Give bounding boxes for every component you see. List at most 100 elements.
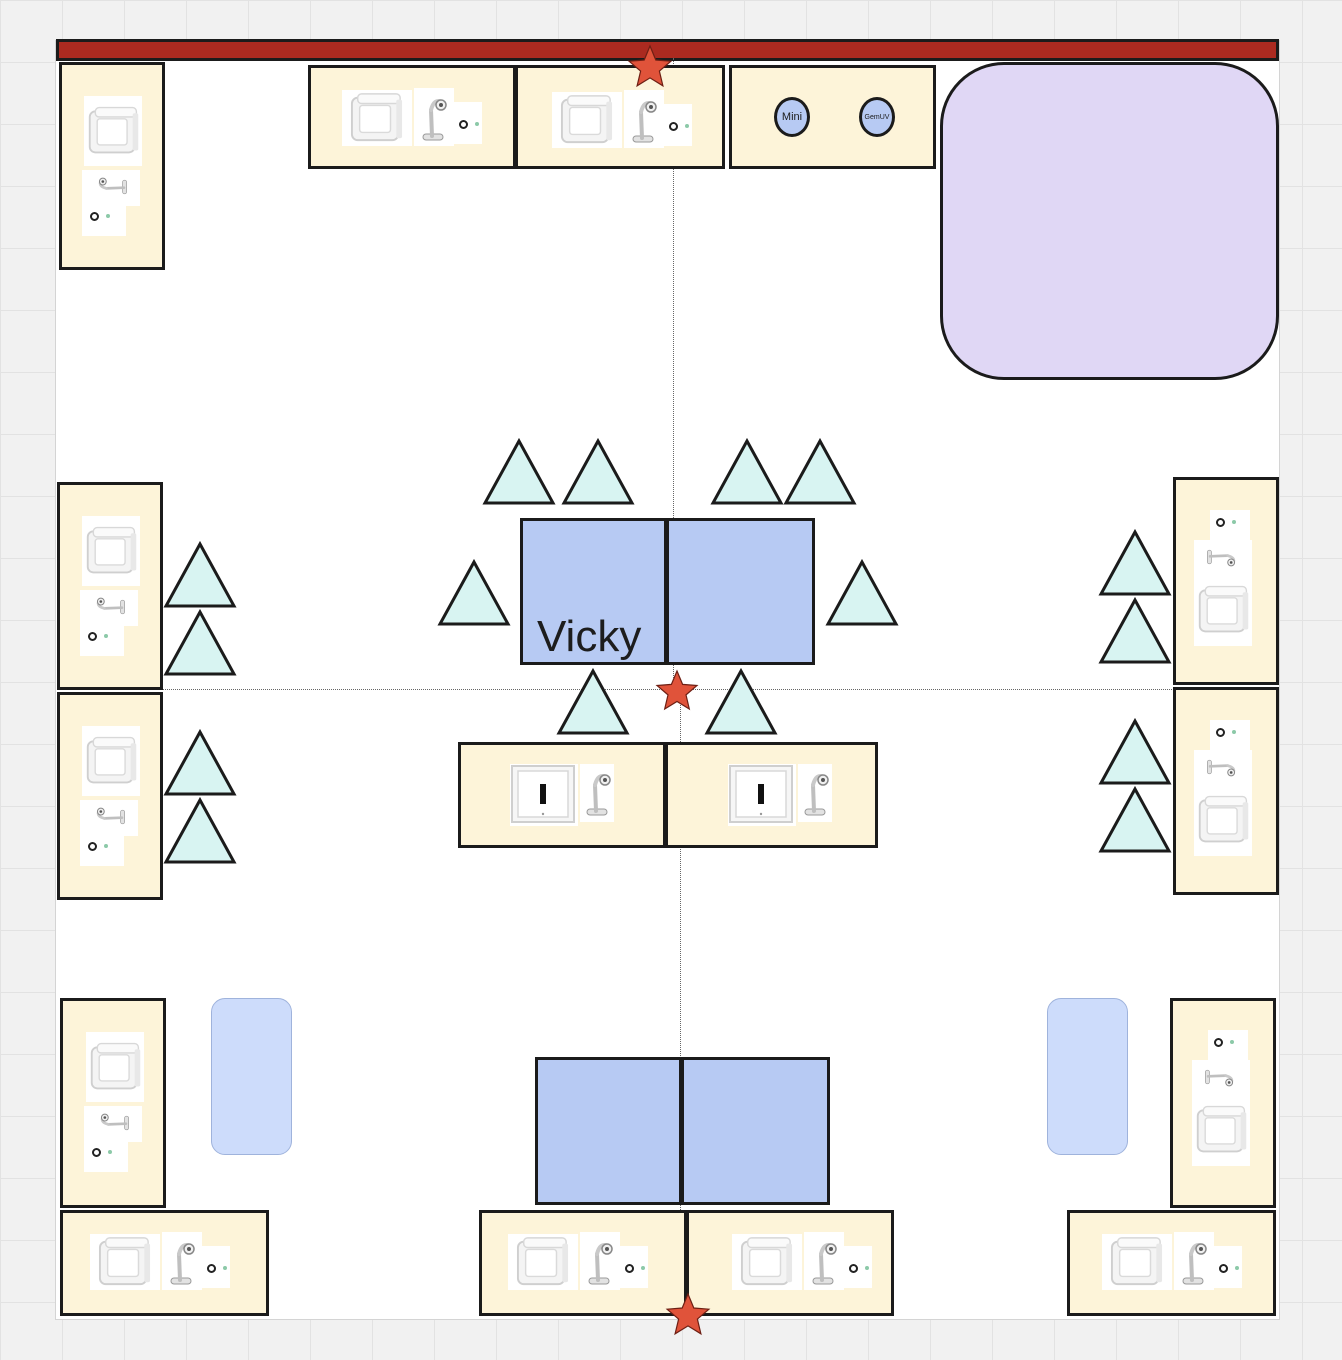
seat-triangle-icon[interactable] [1098,785,1172,853]
printer-box-icon [350,93,403,142]
magnifier-lamp-icon [1207,759,1236,777]
magnifier-lamp-icon [98,177,127,195]
table-split [679,1057,684,1205]
ring-light-icon [849,1264,858,1273]
seat-triangle-icon[interactable] [163,608,237,676]
wall-panel-icon [729,765,793,823]
printer-box-icon [1198,585,1249,633]
indicator-dot [104,634,108,638]
seat-triangle-icon[interactable] [163,540,237,608]
workstation-equipment[interactable] [84,1032,144,1172]
wall-panel-icon [511,765,575,823]
indicator-dot [865,1266,869,1270]
ring-light-icon [625,1264,634,1273]
workstation-equipment[interactable] [728,764,834,828]
printer-box-icon [516,1237,569,1286]
workstation-equipment[interactable] [1192,1030,1252,1172]
seat-triangle-icon[interactable] [163,796,237,864]
indicator-dot [104,844,108,848]
center-guide-vertical-bottom [680,690,681,1320]
seat-triangle-icon[interactable] [1098,717,1172,785]
seat-triangle-icon[interactable] [556,667,630,735]
magnifier-lamp-icon [96,807,125,825]
indicator-dot [1232,520,1236,524]
indicator-dot [1232,730,1236,734]
seat-triangle-icon[interactable] [1098,596,1172,664]
indicator-dot [1230,1040,1234,1044]
front-wall [56,39,1279,61]
ring-light-icon [88,632,97,641]
printer-box-icon [1198,795,1249,843]
ring-light-icon [669,122,678,131]
printer-box-icon [1110,1237,1163,1286]
magnifier-lamp-icon [632,101,657,143]
ring-light-icon [88,842,97,851]
workstation-equipment[interactable] [1194,720,1254,860]
magnifier-lamp-icon [96,597,125,615]
seat-triangle-icon[interactable] [163,728,237,796]
indicator-dot [1235,1266,1239,1270]
ring-light-icon [207,1264,216,1273]
seat-triangle-icon[interactable] [710,437,784,505]
printer-box-icon [88,106,139,154]
indicator-dot [641,1266,645,1270]
bench-divider [684,1210,689,1316]
workstation-equipment[interactable] [732,1232,872,1292]
workstation-equipment[interactable] [1102,1232,1242,1292]
magnifier-lamp-icon [804,774,829,816]
ring-light-icon [90,212,99,221]
bench-divider [513,65,518,169]
workstation-equipment[interactable] [80,726,140,866]
center-guide-vertical-top [673,58,674,698]
seat-triangle-icon[interactable] [437,558,511,626]
ring-light-icon [1216,728,1225,737]
workstation-equipment[interactable] [80,516,140,656]
workstation-equipment[interactable] [82,96,142,236]
ring-light-icon [92,1148,101,1157]
magnifier-lamp-icon [586,774,611,816]
magnifier-lamp-icon [1182,1243,1207,1285]
magnifier-lamp-icon [1207,549,1236,567]
magnifier-lamp-icon [170,1243,195,1285]
cart-left[interactable] [211,998,292,1155]
table-split [664,518,669,665]
printer-box-icon [560,95,613,144]
seat-triangle-icon[interactable] [825,558,899,626]
seat-triangle-icon[interactable] [561,437,635,505]
magnifier-lamp-icon [588,1243,613,1285]
indicator-dot [685,124,689,128]
indicator-dot [106,214,110,218]
ring-light-icon [1219,1264,1228,1273]
cart-right[interactable] [1047,998,1128,1155]
seat-triangle-icon[interactable] [704,667,778,735]
printer-box-icon [90,1042,141,1090]
workstation-equipment[interactable] [510,764,616,828]
printer-box-icon [740,1237,793,1286]
seat-triangle-icon[interactable] [783,437,857,505]
magnifier-lamp-icon [100,1113,129,1131]
ring-light-icon [1214,1038,1223,1047]
bench-divider [663,742,668,848]
workstation-equipment[interactable] [552,90,692,150]
lounge-area[interactable] [940,62,1279,380]
marker-star-icon [627,44,673,88]
ring-light-icon [459,120,468,129]
ring-light-icon [1216,518,1225,527]
printer-box-icon [98,1237,151,1286]
station-label: Vicky [537,612,642,661]
workstation-equipment[interactable] [342,88,482,148]
magnifier-lamp-icon [1205,1069,1234,1087]
printer-box-icon [1196,1105,1247,1153]
device-gemuv-button[interactable]: GemUV [859,97,895,137]
printer-box-icon [86,736,137,784]
workstation-equipment[interactable] [1194,510,1254,650]
workstation-equipment[interactable] [508,1232,648,1292]
top-bench-right[interactable] [729,65,936,169]
device-mini-button[interactable]: Mini [774,97,810,137]
workstation-equipment[interactable] [90,1232,230,1292]
marker-star-icon [665,1292,711,1336]
seat-triangle-icon[interactable] [1098,528,1172,596]
seat-triangle-icon[interactable] [482,437,556,505]
magnifier-lamp-icon [812,1243,837,1285]
indicator-dot [223,1266,227,1270]
